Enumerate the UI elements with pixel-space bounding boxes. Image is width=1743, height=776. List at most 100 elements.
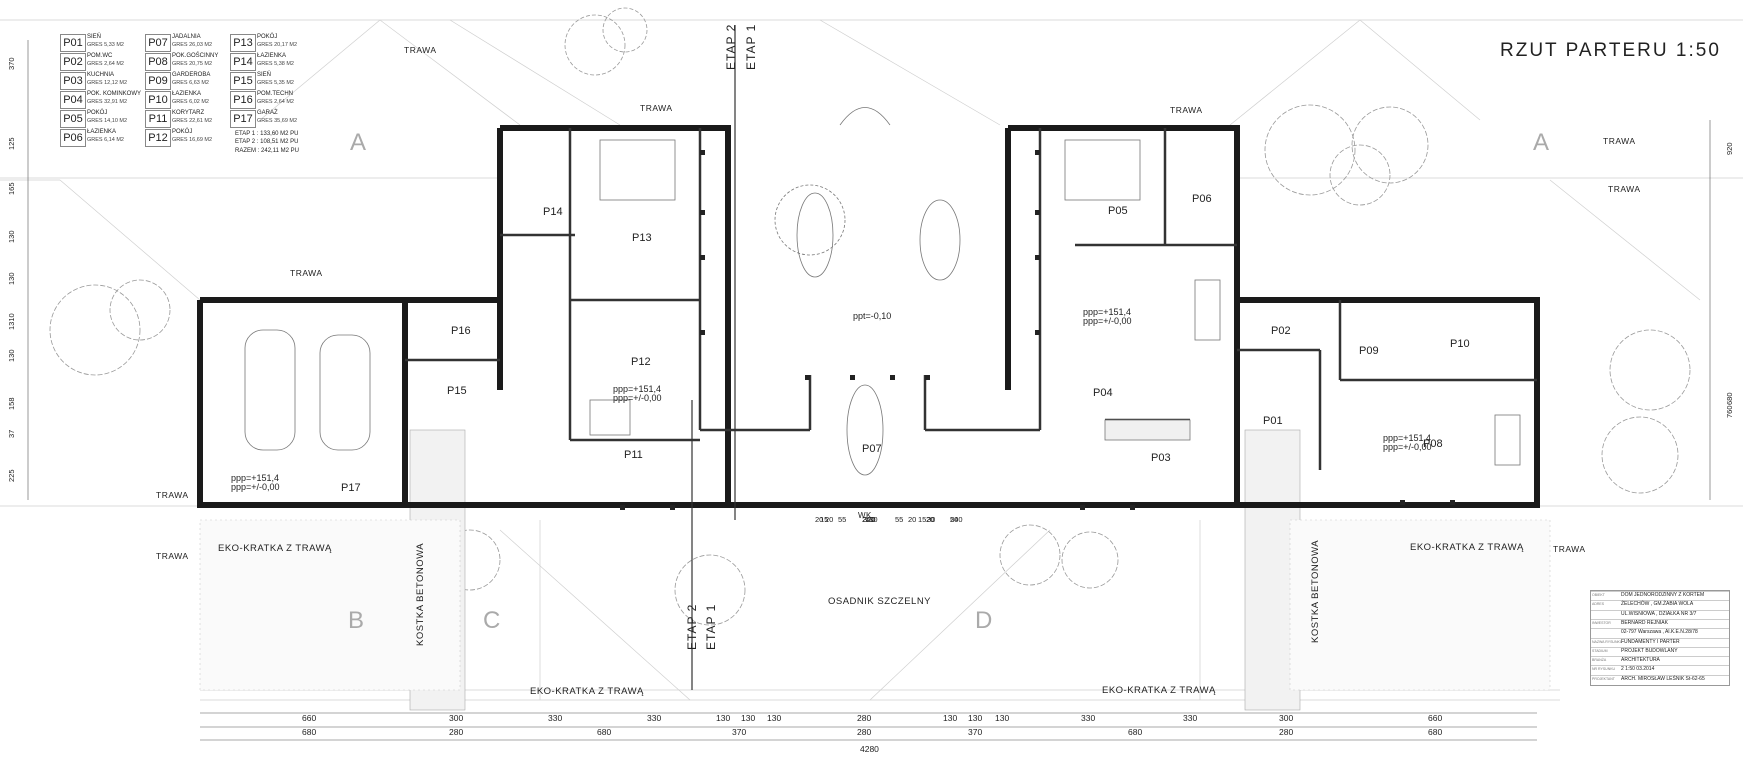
legend-area: GRES 5,35 M2 — [257, 80, 294, 86]
grass-label: TRAWA — [1608, 184, 1641, 194]
legend-area: GRES 2,64 M2 — [257, 99, 294, 105]
title-block-value: ARCH. MIROSŁAW LEŚNIK St-62-65 — [1621, 675, 1705, 682]
etap-label: ETAP 2 — [685, 604, 699, 650]
dimension-misc: 130 — [865, 515, 878, 524]
total-etap1: ETAP 1 : 133,60 M2 PU — [235, 131, 299, 137]
etap-lines — [691, 25, 736, 690]
level-ppp: ppp=+151,4 — [231, 473, 279, 483]
legend-name: SIEŃ — [87, 34, 102, 40]
legend-area: GRES 6,14 M2 — [87, 137, 124, 143]
legend-name: POM.WC — [87, 53, 113, 59]
legend-name: SIEŃ — [257, 72, 272, 78]
wk-label: WK — [858, 511, 872, 520]
section-marker-a: A — [1533, 129, 1549, 156]
eko-kratka-label: EKO-KRATKA Z TRAWĄ — [1102, 685, 1216, 696]
room-label-p12: P12 — [631, 356, 651, 368]
room-label-p03: P03 — [1151, 452, 1171, 464]
dimension-value: 660 — [1428, 713, 1442, 723]
legend-name: GARAŻ — [257, 110, 278, 116]
total-label: ETAP 1 : — [235, 131, 259, 137]
legend-code: P04 — [60, 91, 86, 109]
title-block-label: ADRES — [1592, 602, 1605, 607]
grass-label: TRAWA — [1553, 544, 1586, 554]
dimension-value: 330 — [548, 713, 562, 723]
room-label-p08: P08 — [1423, 438, 1443, 450]
title-block-row: 02-797 Warszawa , Al.K.E.N.28/78 — [1591, 628, 1729, 638]
legend-code: P12 — [145, 129, 171, 147]
dimension-value: 280 — [857, 727, 871, 737]
osadnik-label: OSADNIK SZCZELNY — [828, 596, 931, 607]
legend-name: POKÓJ — [87, 110, 108, 116]
dimension-value: 680 — [1428, 727, 1442, 737]
dimension-value: 330 — [1081, 713, 1095, 723]
legend-area: GRES 20,17 M2 — [257, 42, 298, 48]
level-ppp-zero: ppp=+/-0,00 — [231, 482, 280, 492]
legend-area: GRES 26,03 M2 — [172, 42, 213, 48]
room-label-p11: P11 — [624, 449, 643, 461]
title-block-label: PROJEKTANT — [1592, 676, 1615, 681]
grass-label: TRAWA — [1603, 136, 1636, 146]
legend-code: P01 — [60, 34, 86, 52]
posts — [620, 150, 1455, 510]
dimension-value: 370 — [732, 727, 746, 737]
room-label-p17: P17 — [341, 482, 361, 494]
room-label-p04: P04 — [1093, 387, 1113, 399]
title-block-label: NR RYSUNKU — [1592, 667, 1616, 672]
trees — [49, 7, 1691, 626]
grass-label: TRAWA — [1170, 105, 1203, 115]
legend-code: P05 — [60, 110, 86, 128]
etap-label: ETAP 2 — [724, 24, 738, 70]
legend-code: P10 — [145, 91, 171, 109]
grass-label: TRAWA — [404, 45, 437, 55]
total-value: 108,51 M2 PU — [260, 139, 299, 145]
room-label-p05: P05 — [1108, 205, 1128, 217]
dimension-misc: 15 — [820, 515, 828, 524]
dimension-left-total: 1310 — [7, 313, 16, 330]
title-block-value: ŻELECHÓW , GM.ŻABIA WOLA — [1621, 601, 1694, 608]
dimension-total: 4280 — [860, 744, 879, 754]
total-etap2: ETAP 2 : 108,51 M2 PU — [235, 139, 299, 145]
room-label-p13: P13 — [632, 232, 652, 244]
legend-area: GRES 6,63 M2 — [172, 80, 209, 86]
legend-name: KUCHNIA — [87, 72, 115, 78]
room-label-p07: P07 — [862, 443, 882, 455]
title-block-value: 02-797 Warszawa , Al.K.E.N.28/78 — [1621, 629, 1698, 636]
legend-code: P07 — [145, 34, 171, 52]
legend-code: P17 — [230, 110, 256, 128]
dimension-value: 660 — [302, 713, 316, 723]
dimension-value: 280 — [449, 727, 463, 737]
legend-code: P03 — [60, 72, 86, 90]
total-label: ETAP 2 : — [235, 139, 259, 145]
dimension-value: 680 — [597, 727, 611, 737]
dimension-left: 130 — [7, 272, 16, 285]
legend-name: KORYTARZ — [172, 110, 205, 116]
level-ppp-zero: ppp=+/-0,00 — [1083, 316, 1132, 326]
grass-label: TRAWA — [156, 490, 189, 500]
level-ppp: ppp=+151,4 — [613, 384, 661, 394]
legend-name: ŁAZIENKA — [87, 129, 117, 135]
dimension-value: 330 — [647, 713, 661, 723]
title-block-value: ARCHITEKTURA — [1621, 657, 1660, 664]
total-sum: RAZEM : 242,11 M2 PU — [235, 148, 299, 154]
room-label-p01: P01 — [1263, 415, 1283, 427]
legend-area: GRES 20,75 M2 — [172, 61, 213, 67]
dimension-value: 130 — [716, 713, 730, 723]
level-ppp-zero: ppp=+/-0,00 — [613, 393, 662, 403]
legend-name: ŁAZIENKA — [257, 53, 287, 59]
dimension-misc: 30 — [927, 515, 935, 524]
legend-name: POKÓJ — [257, 34, 278, 40]
section-marker-c: C — [483, 607, 500, 634]
walls — [197, 125, 1540, 508]
dimension-value: 300 — [449, 713, 463, 723]
etap-label: ETAP 1 — [744, 24, 758, 70]
legend-code: P06 — [60, 129, 86, 147]
legend-code: P15 — [230, 72, 256, 90]
level-ppp-zero: ppp=+/-0,00 — [1383, 442, 1432, 452]
legend-name: JADALNIA — [172, 34, 201, 40]
level-ppp: ppp=+151,4 — [1383, 433, 1431, 443]
